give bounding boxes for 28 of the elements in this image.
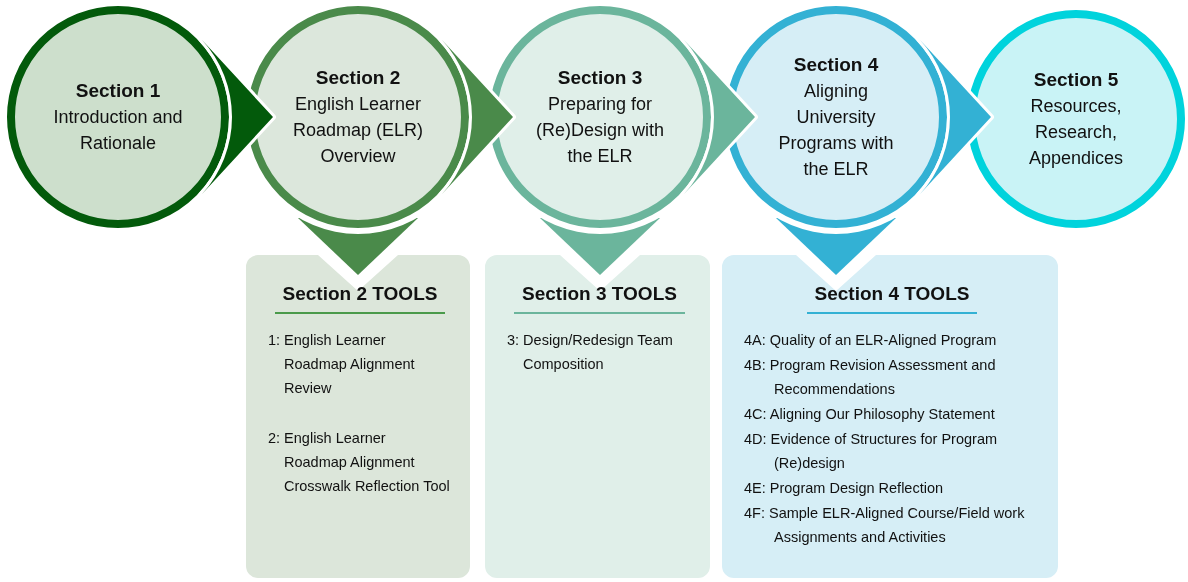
tools-panel (246, 255, 470, 578)
section-heading: Section 5 (1033, 68, 1119, 92)
panel-heading: Section 3 TOOLS (514, 283, 685, 314)
tool-item: 4B: Program Revision Assessment and Recommendations (744, 356, 997, 399)
section-title: English Learner Roadmap (ELR) Overview (291, 93, 425, 168)
section-heading: Section 1 (75, 79, 161, 103)
tool-item: 4D: Evidence of Structures for Program (Re)design (744, 430, 999, 473)
section-title: Resources, Research, Appendices (1027, 95, 1125, 170)
section-title: Aligning University Programs with the ELR (777, 80, 895, 181)
section-heading: Section 2 (315, 66, 401, 90)
section-title: Introduction and Rationale (52, 106, 184, 155)
pointer-arrow (776, 218, 896, 275)
pointer-arrow (540, 218, 660, 275)
section-title: Preparing for (Re)Design with the ELR (534, 93, 665, 168)
pointer-arrow (298, 218, 418, 275)
tools-panel (722, 255, 1058, 578)
tool-item: 2: English Learner Roadmap Alignment Crosswalk Reflection Tool (268, 429, 451, 496)
panel-heading: Section 2 TOOLS (274, 283, 446, 314)
tool-item: 4C: Aligning Our Philosophy Statement (744, 405, 996, 424)
tool-item: 4E: Program Design Reflection (744, 479, 945, 498)
panel-heading: Section 4 TOOLS (806, 283, 978, 314)
tools-panel (485, 255, 710, 578)
section-heading: Section 3 (557, 66, 643, 90)
section-heading: Section 4 (793, 53, 879, 77)
tool-item: 4F: Sample ELR-Aligned Course/Field work Assignments and Activities (744, 504, 1026, 547)
tool-item: 4A: Quality of an ELR-Aligned Program (744, 331, 998, 350)
tool-item: 3: Design/Redesign Team Composition (507, 331, 674, 374)
tool-item: 1: English Learner Roadmap Alignment Review (268, 331, 416, 398)
